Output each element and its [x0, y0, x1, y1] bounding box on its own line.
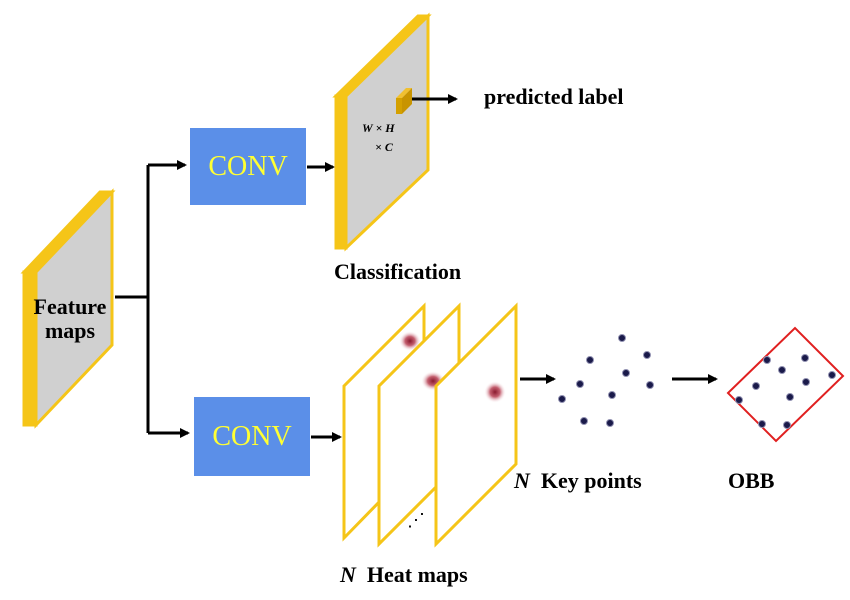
keypoint	[618, 334, 626, 342]
keypoints-label-text: Key points	[540, 468, 642, 493]
classification-formula-line2: × C	[375, 140, 393, 154]
obb-box	[726, 326, 845, 443]
conv-block-top: CONV	[190, 128, 306, 205]
keypoint	[576, 380, 584, 388]
branch-connectors	[115, 160, 190, 438]
classification-plate	[332, 12, 432, 252]
obb-point	[735, 396, 743, 404]
conv-top-label: CONV	[208, 150, 288, 182]
keypoint	[643, 351, 651, 359]
keypoint	[646, 381, 654, 389]
feature-maps-label-line1: Feature	[33, 294, 107, 319]
classification-cell	[396, 88, 412, 114]
obb-point	[786, 393, 794, 401]
obb-point	[802, 378, 810, 386]
keypoint	[558, 395, 566, 403]
keypoint	[580, 417, 588, 425]
obb-point	[752, 382, 760, 390]
keypoints-count-symbol: N	[514, 468, 530, 493]
classification-label: Classification	[334, 259, 462, 284]
heatmaps-label: N Heat maps	[340, 562, 468, 588]
heatmap-plane-3	[434, 302, 518, 548]
feature-maps-plate	[20, 188, 116, 429]
classification-formula-line1: W × H	[362, 121, 395, 135]
predicted-label-text: predicted label	[484, 84, 624, 109]
conv-bottom-label: CONV	[212, 420, 292, 452]
heatmaps-count-symbol: N	[340, 562, 356, 587]
obb-point	[783, 421, 791, 429]
keypoint	[622, 369, 630, 377]
feature-maps-label: Feature maps	[22, 295, 118, 343]
obb-point	[763, 356, 771, 364]
keypoints-label: N Key points	[514, 468, 642, 494]
conv-block-bottom: CONV	[194, 397, 310, 476]
keypoint	[606, 419, 614, 427]
obb-point	[758, 420, 766, 428]
keypoint	[586, 356, 594, 364]
obb-label: OBB	[728, 468, 775, 493]
obb-point	[801, 354, 809, 362]
obb-point	[828, 371, 836, 379]
heatmaps-ellipsis: ⋰	[407, 510, 425, 530]
heatmaps-label-text: Heat maps	[366, 562, 468, 587]
feature-maps-label-line2: maps	[44, 318, 96, 343]
keypoints-cluster	[558, 334, 654, 427]
obb-point	[778, 366, 786, 374]
keypoint	[608, 391, 616, 399]
